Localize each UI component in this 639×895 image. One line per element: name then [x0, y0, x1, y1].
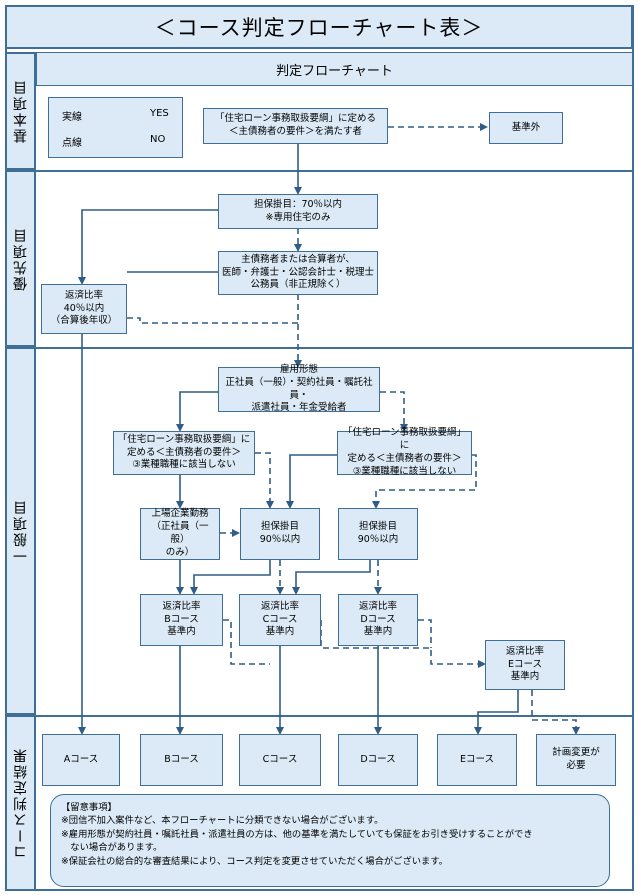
divider-general [36, 347, 634, 349]
edge-ltv70-yes [78, 209, 218, 285]
node-main-requirement: 「住宅ローン事務取扱要綱」に定める ＜主債務者の要件＞を満たす者 [203, 108, 388, 144]
section-priority: 優先項目 [5, 170, 36, 347]
edge-repayc-no [320, 620, 486, 668]
notes-line-2: ※雇用形態が契約社員・嘱託社員・派遣社員の方は、他の基準を満たしていても保証をお… [61, 828, 533, 854]
edge-ltv90a-yes [190, 560, 271, 595]
result-course-d: Dコース [338, 734, 418, 786]
edge-employment-yes [176, 391, 218, 432]
edge-repayd-no [418, 619, 432, 648]
edge-repaye-yes [474, 690, 519, 735]
legend-solid-label: 実線 [62, 112, 82, 123]
node-ltv-90-b: 担保掛目 90％以内 [338, 508, 418, 560]
flowchart-header: 判定フローチャート [36, 52, 633, 86]
legend-box [48, 97, 183, 158]
section-basic: 基本項目 [5, 52, 36, 170]
divider-priority [36, 170, 634, 172]
node-repay-c: 返済比率 Cコース 基準内 [239, 594, 321, 646]
edge-employment-no [380, 391, 408, 432]
legend-solid-meaning: YES [150, 108, 169, 119]
edge-reqleft-no [255, 452, 274, 509]
result-course-e: Eコース [437, 734, 517, 786]
edge-repay40-no [127, 317, 298, 324]
edge-ltv90b-yes [292, 560, 371, 595]
result-plan-change: 計画変更が 必要 [536, 734, 616, 786]
divider-result [36, 715, 634, 717]
node-ltv-70: 担保掛目：70％以内 ※専用住宅のみ [218, 194, 378, 229]
page-title: ＜コース判定フローチャート表＞ [5, 5, 633, 49]
notes-box: 【留意事項】 ※団信不加入案件など、本フローチャートに分類できない場合がございま… [50, 794, 610, 887]
node-requirement-right: 「住宅ローン事務取扱要綱」に 定める＜主債務者の要件＞ ③業種職種に該当しない [337, 427, 472, 477]
node-repay-b: 返済比率 Bコース 基準内 [140, 594, 223, 646]
node-repay-e: 返済比率 Eコース 基準内 [485, 640, 565, 690]
node-repay-40: 返済比率 40％以内 （合算後年収） [41, 284, 127, 334]
result-course-a: Aコース [42, 734, 120, 786]
edge-reqright-yes [286, 454, 337, 509]
node-listed-company: 上場企業勤務 （正社員（一般） のみ） [140, 508, 220, 560]
edge-reqright-no [372, 454, 477, 509]
result-course-c: Cコース [239, 734, 321, 786]
node-out-of-criteria: 基準外 [489, 112, 563, 144]
notes-line-3: ※保証会社の総合的な審査結果により、コース判定を変更させていただく場合がございま… [61, 855, 449, 867]
edge-repaye-no [531, 690, 580, 735]
section-general: 一般項目 [5, 347, 36, 715]
node-employment: 雇用形態 正社員（一般）・契約社員・嘱託社員・ 派遣社員・年金受給者 [218, 364, 380, 413]
node-ltv-90-a: 担保掛目 90％以内 [240, 508, 320, 560]
edge-repayb-no [223, 619, 270, 665]
legend-dashed-label: 点線 [62, 138, 82, 149]
node-profession: 主債務者または合算者が、 医師・弁護士・公認会計士・税理士 公務員（非正規除く） [218, 251, 378, 295]
legend-dashed-meaning: NO [150, 134, 166, 145]
result-course-b: Bコース [140, 734, 223, 786]
section-result: コース判定結果 [5, 715, 36, 891]
node-repay-d: 返済比率 Dコース 基準内 [338, 594, 418, 646]
notes-line-1: ※団信不加入案件など、本フローチャートに分類できない場合がございます。 [61, 815, 384, 827]
notes-heading: 【留意事項】 [61, 802, 117, 813]
node-requirement-left: 「住宅ローン事務取扱要綱」に 定める＜主債務者の要件＞ ③業種職種に該当しない [113, 431, 255, 475]
